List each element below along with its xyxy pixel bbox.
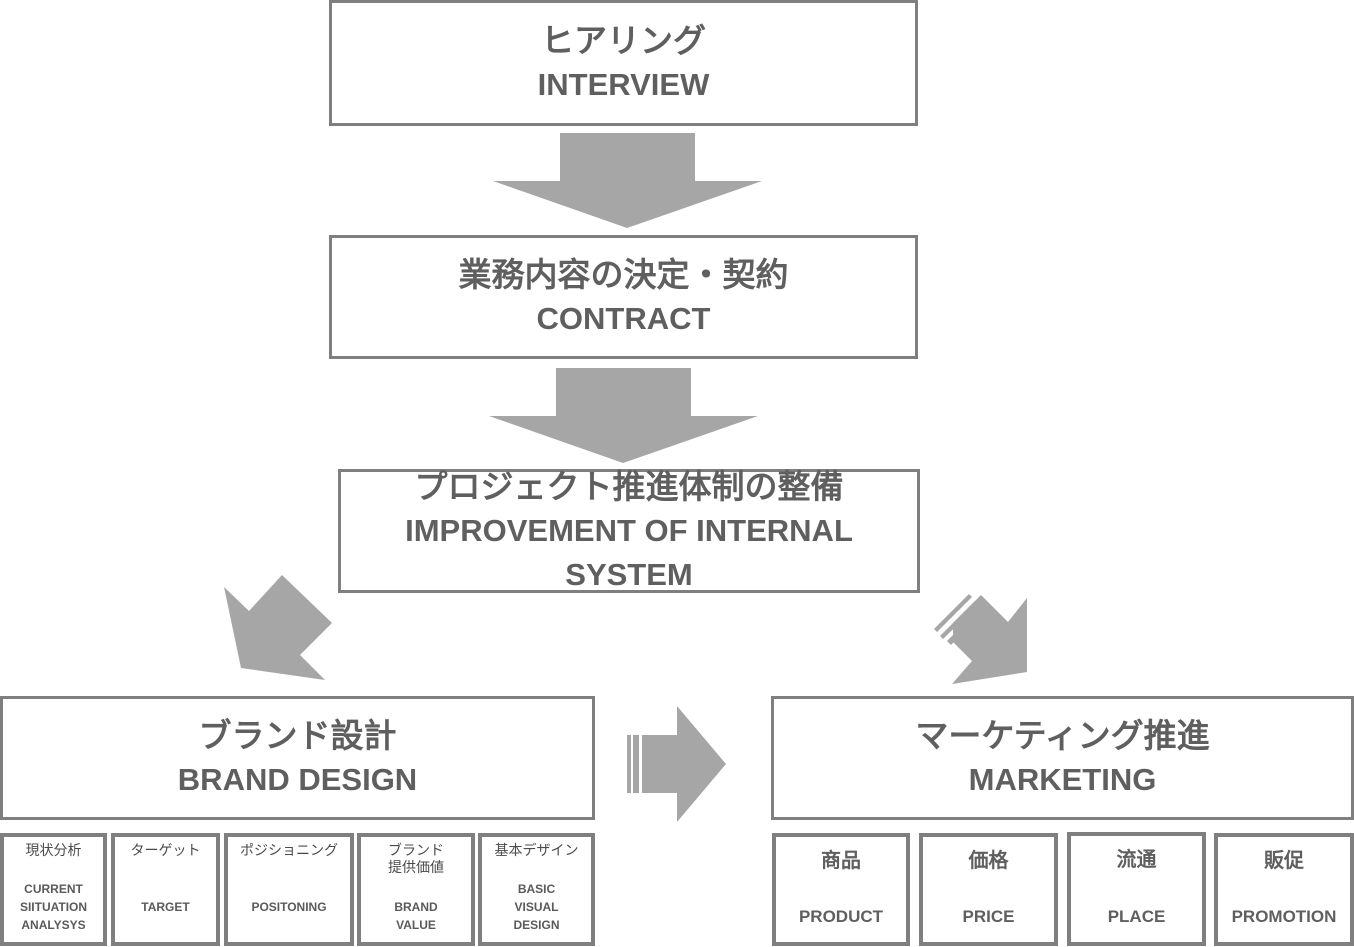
step-interview: ヒアリング INTERVIEW [329, 0, 918, 126]
item-en-line: CURRENT [24, 882, 83, 896]
item-jp: ターゲット [130, 843, 201, 859]
step-contract: 業務内容の決定・契約 CONTRACT [329, 235, 918, 359]
item-jp: 提供価値 [388, 860, 444, 876]
brand-item-basic-design: 基本デザイン BASIC VISUAL DESIGN [478, 833, 595, 946]
step-title-en: INTERVIEW [537, 67, 710, 102]
step-title-jp: 業務内容の決定・契約 [458, 255, 789, 294]
step-title-jp: プロジェクト推進体制の整備 [414, 467, 844, 506]
item-en-line: VALUE [396, 918, 436, 932]
brand-item-brand-value: ブランド 提供価値 BRAND VALUE [357, 833, 475, 946]
item-en: PLACE [1107, 907, 1166, 926]
item-en: PRICE [962, 907, 1015, 926]
brand-title-en: BRAND DESIGN [177, 762, 418, 797]
item-en-line: SIITUATION [19, 900, 88, 914]
item-jp: ブランド [388, 843, 444, 859]
item-en-line: VISUAL [514, 900, 559, 914]
item-jp: 流通 [1116, 847, 1157, 871]
step-internal-system: プロジェクト推進体制の整備 IMPROVEMENT OF INTERNAL SY… [338, 467, 920, 593]
item-jp: ポジショニング [240, 843, 338, 859]
step-title-en: CONTRACT [536, 301, 711, 336]
step-title-en: IMPROVEMENT OF INTERNAL SYSTEM [405, 513, 853, 592]
item-en-line: BRAND [394, 900, 438, 914]
item-jp: 現状分析 [25, 843, 82, 859]
item-en: PROMOTION [1231, 907, 1337, 926]
marketing-box: マーケティング推進 MARKETING [771, 696, 1354, 820]
item-en: PRODUCT [798, 907, 884, 926]
item-jp: 価格 [968, 848, 1009, 872]
brand-item-current-situation: 現状分析 CURRENT SIITUATION ANALYSYS [0, 833, 107, 946]
arrow-right-icon [627, 706, 726, 822]
arrow-down-icon [493, 133, 762, 228]
marketing-title-jp: マーケティング推進 [915, 716, 1210, 755]
step-title-jp: ヒアリング [541, 21, 706, 60]
item-jp: 販促 [1264, 848, 1304, 872]
brand-item-target: ターゲット TARGET [111, 833, 220, 946]
marketing-item-price: 価格 PRICE [919, 833, 1058, 946]
item-en-line: ANALYSYS [21, 918, 86, 932]
item-en-line: TARGET [141, 900, 190, 914]
item-en-line: DESIGN [513, 918, 560, 932]
marketing-item-promotion: 販促 PROMOTION [1214, 833, 1354, 946]
arrow-down-icon [489, 368, 758, 463]
brand-item-positioning: ポジショニング POSITONING [224, 833, 354, 946]
marketing-item-product: 商品 PRODUCT [772, 833, 910, 946]
marketing-item-place: 流通 PLACE [1067, 832, 1206, 946]
item-jp: 基本デザイン [494, 843, 579, 859]
item-jp: 商品 [821, 848, 861, 872]
brand-title-jp: ブランド設計 [198, 716, 397, 755]
arrow-down-left-icon [224, 575, 332, 680]
item-en-line: POSITONING [251, 900, 327, 914]
marketing-title-en: MARKETING [968, 762, 1157, 797]
brand-design-box: ブランド設計 BRAND DESIGN [0, 696, 595, 820]
arrow-down-right-icon [934, 594, 1027, 684]
item-en-line: BASIC [517, 882, 556, 896]
